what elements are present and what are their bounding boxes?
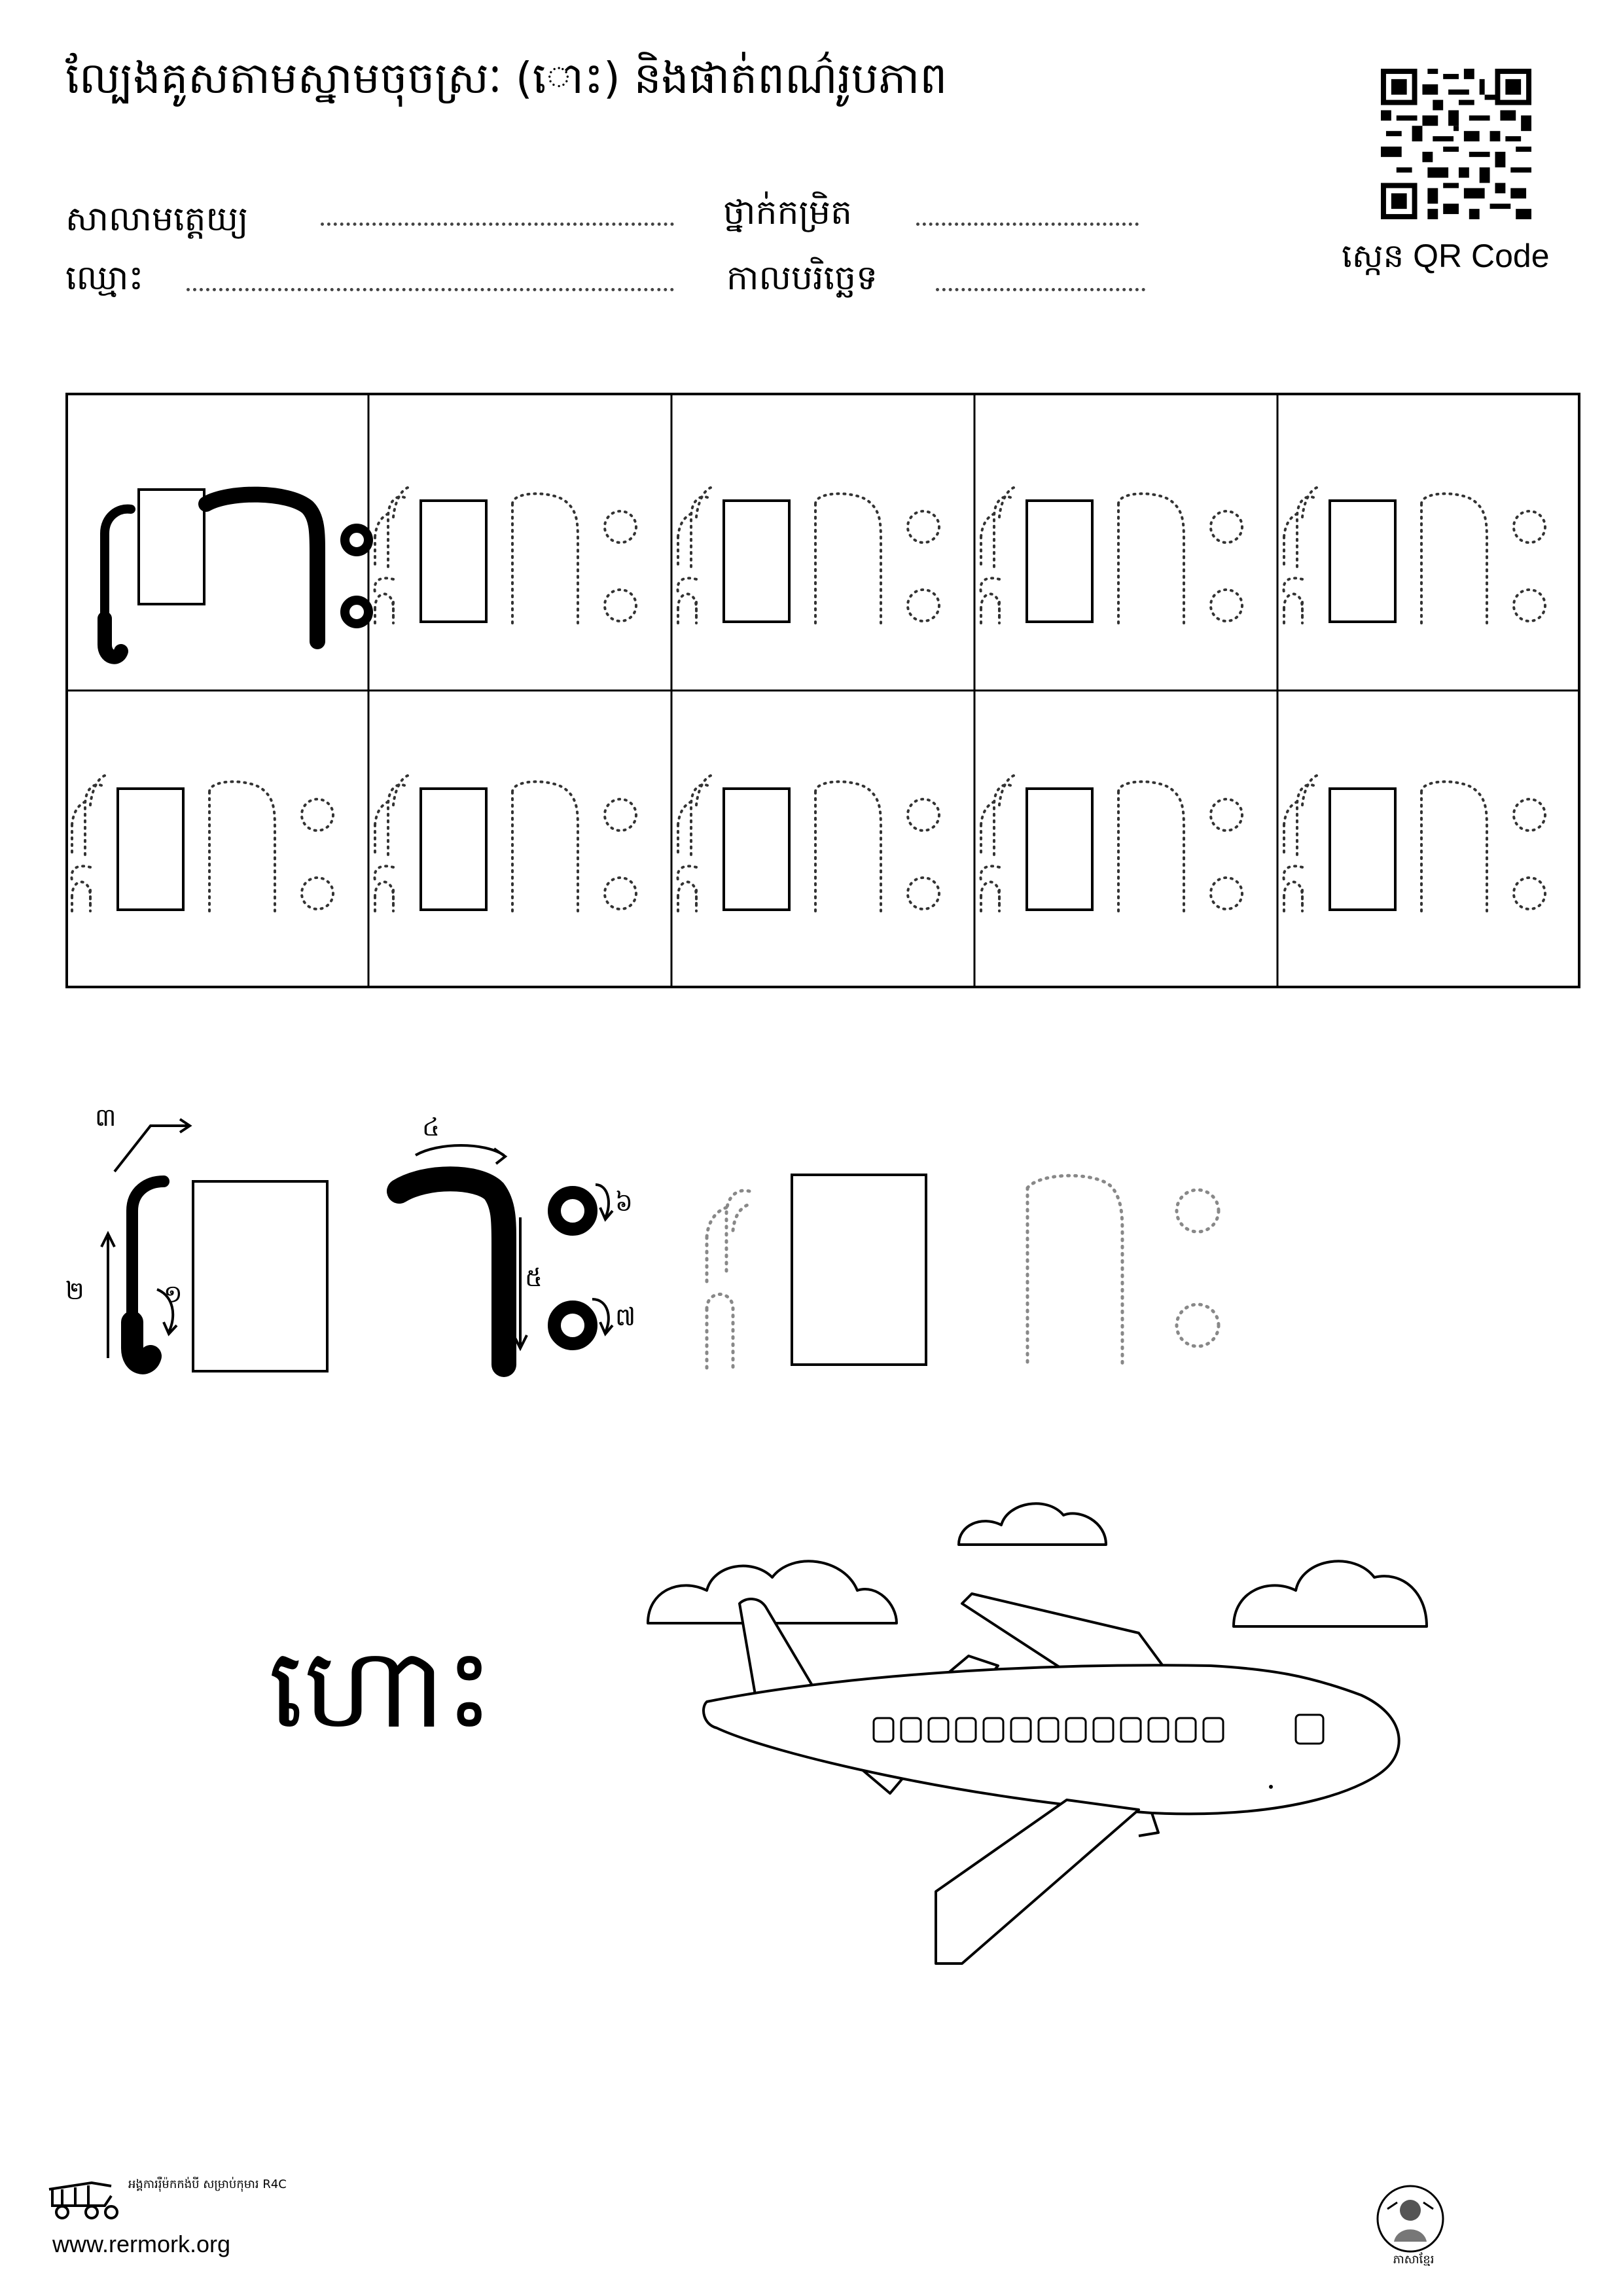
step-1: ១ <box>164 1280 183 1308</box>
airplane-coloring-picture[interactable] <box>641 1479 1551 2003</box>
step-6: ៦ <box>615 1188 633 1217</box>
step-4: ៤ <box>422 1113 440 1141</box>
step-7: ៧ <box>615 1302 635 1331</box>
step-3: ៣ <box>95 1103 116 1132</box>
model-vowel-glyph <box>98 486 373 664</box>
example-word: ហោះ <box>268 1624 494 1753</box>
grade-label: ថ្នាក់កម្រិត <box>723 193 853 232</box>
step-2: ២ <box>65 1276 84 1305</box>
trace-large-glyph[interactable] <box>705 1174 1221 1370</box>
trace-cell-2-1[interactable] <box>70 774 335 912</box>
date-label: កាលបរិច្ឆេទ <box>726 259 878 298</box>
trace-cell-2-3[interactable] <box>676 774 940 912</box>
practice-grid <box>65 393 1580 988</box>
khmer-language-badge-icon <box>1376 2185 1444 2253</box>
school-label: សាលាមត្តេយ្យ <box>65 200 249 239</box>
trace-cell-1-4[interactable] <box>979 486 1243 624</box>
worksheet-title: ល្បែងគូសតាមស្នាមចុចស្រៈ (◌ោះ) និងផាត់ពណ៌… <box>65 53 948 103</box>
name-field[interactable] <box>187 288 674 291</box>
cloud-left <box>647 1560 898 1624</box>
trace-cell-1-2[interactable] <box>373 486 637 624</box>
trace-cell-2-5[interactable] <box>1282 774 1546 912</box>
cloud-top <box>957 1502 1107 1546</box>
qr-code-icon[interactable] <box>1381 69 1531 219</box>
step-5: ៥ <box>525 1263 543 1292</box>
trace-cell-1-3[interactable] <box>676 486 940 624</box>
website-link[interactable]: www.rermork.org <box>52 2231 231 2257</box>
name-label: ឈ្មោះ <box>65 259 144 298</box>
school-field[interactable] <box>321 223 674 226</box>
date-field[interactable] <box>936 288 1145 291</box>
cloud-right <box>1232 1560 1428 1628</box>
stroke-order-guide: ១ ២ ៣ ៤ ៥ ៦ ៧ <box>65 1103 1221 1377</box>
org-name: អង្គការរ៉ឺម៉កកង់បី សម្រាប់កុមារ R4C <box>128 2178 287 2191</box>
rickshaw-logo-icon <box>48 2181 118 2219</box>
trace-cell-2-2[interactable] <box>373 774 637 912</box>
qr-caption: ស្កេន QR Code <box>1342 238 1550 274</box>
badge-caption: ភាសាខ្មែរ <box>1393 2253 1435 2267</box>
grade-field[interactable] <box>916 223 1139 226</box>
trace-cell-2-4[interactable] <box>979 774 1243 912</box>
trace-cell-1-5[interactable] <box>1282 486 1546 624</box>
